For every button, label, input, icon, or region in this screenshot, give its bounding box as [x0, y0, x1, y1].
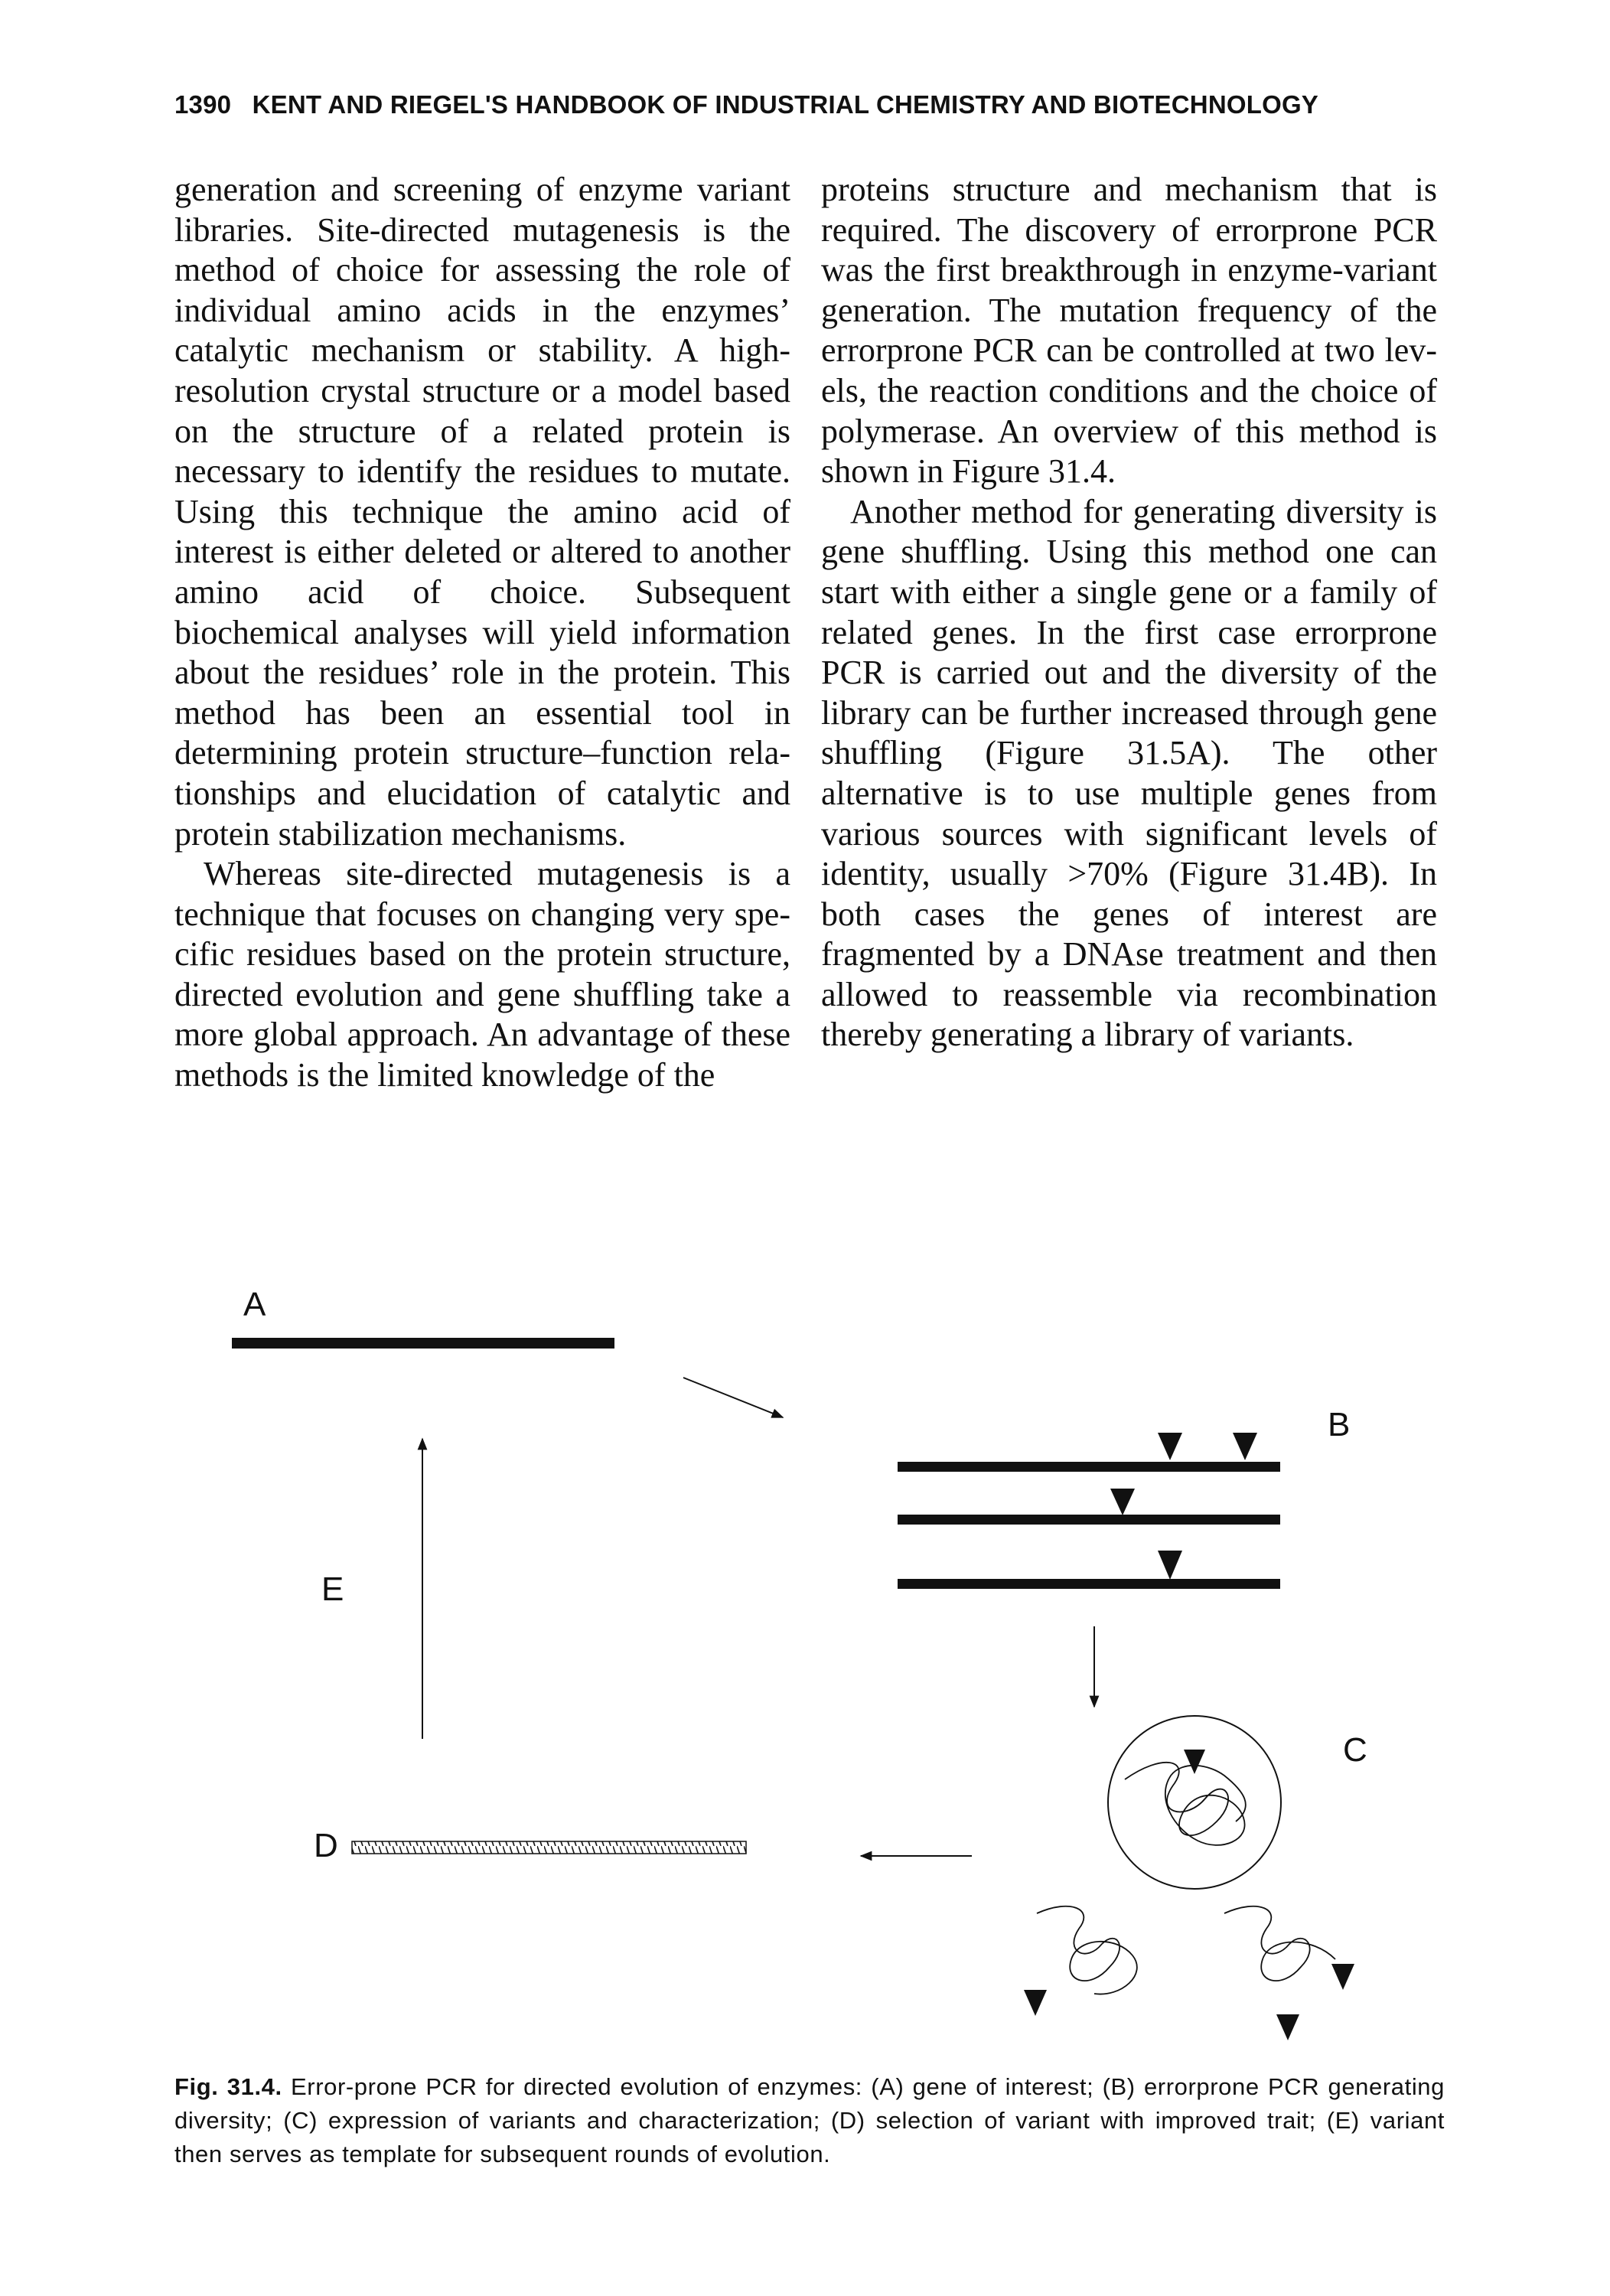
mutation-marker — [1184, 1750, 1205, 1774]
variant-bar — [898, 1462, 1280, 1472]
gene-of-interest-bar — [232, 1338, 614, 1349]
variant-bar — [898, 1579, 1280, 1589]
label-c: C — [1343, 1731, 1367, 1769]
mutation-markers — [1110, 1433, 1257, 1580]
paragraph: Whereas site-directed mutagenesis is a t… — [174, 855, 790, 1094]
label-d: D — [314, 1827, 338, 1864]
running-title: KENT AND RIEGEL'S HANDBOOK OF INDUSTRIAL… — [252, 90, 1319, 119]
released-variants — [1024, 1905, 1354, 2040]
mutation-marker — [1110, 1489, 1135, 1515]
arrow-a-to-b — [683, 1377, 784, 1418]
figure-caption: Fig. 31.4. Error-prone PCR for directed … — [174, 2070, 1445, 2171]
mutation-marker — [1276, 2014, 1299, 2040]
paragraph: proteins structure and mechanism that is… — [821, 171, 1437, 491]
variant-bar — [898, 1515, 1280, 1525]
paragraph: Another method for generating diversity … — [821, 492, 1437, 1054]
protein-coil — [1036, 1905, 1138, 1995]
protein-coil — [1224, 1905, 1336, 1981]
running-header: 1390 KENT AND RIEGEL'S HANDBOOK OF INDUS… — [174, 90, 1445, 119]
label-b: B — [1328, 1406, 1351, 1443]
left-column: generation and screening of enzyme varia… — [174, 170, 790, 1096]
right-column: proteins structure and mechanism that is… — [821, 170, 1437, 1055]
mutation-marker — [1024, 1990, 1047, 2016]
mutation-marker — [1331, 1964, 1354, 1990]
label-e: E — [321, 1570, 344, 1608]
mutation-marker — [1158, 1551, 1182, 1580]
page-number: 1390 — [174, 90, 232, 119]
protein-coil — [1124, 1761, 1247, 1846]
variant-bars — [898, 1462, 1280, 1589]
caption-number: Fig. 31.4. — [174, 2073, 282, 2100]
mutation-marker — [1158, 1433, 1182, 1460]
caption-text: Error-prone PCR for directed evolution o… — [174, 2073, 1445, 2167]
paragraph: generation and screening of enzyme varia… — [174, 171, 790, 853]
selected-variant-bar — [351, 1841, 747, 1854]
expression-cell — [1107, 1715, 1282, 1890]
mutation-marker — [1233, 1433, 1257, 1460]
cell-circle — [1107, 1715, 1282, 1890]
label-a: A — [243, 1286, 266, 1323]
